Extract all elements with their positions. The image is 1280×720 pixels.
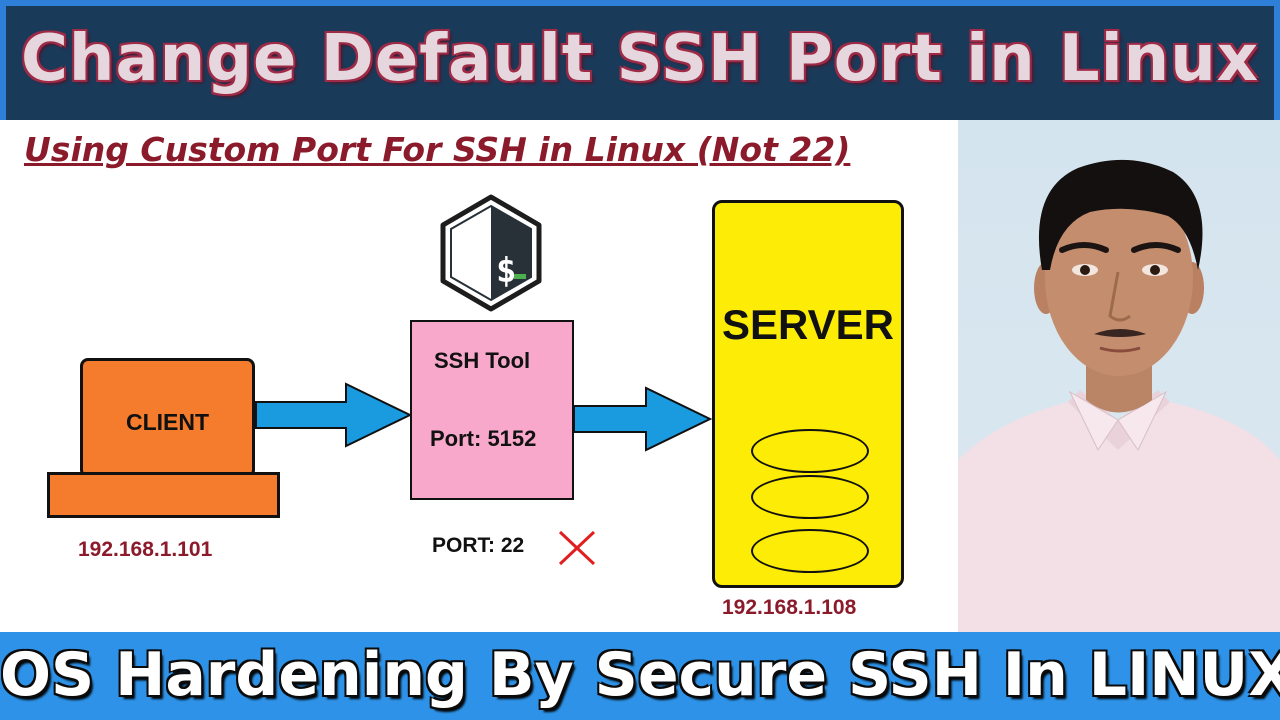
cross-mark-icon — [558, 530, 596, 566]
server-disk — [751, 475, 869, 519]
default-port-label: PORT: 22 — [432, 534, 525, 557]
arrow-right-icon — [255, 382, 413, 448]
client-ip: 192.168.1.101 — [78, 538, 213, 561]
client-laptop-base — [47, 472, 280, 518]
ssh-diagram: CLIENT 192.168.1.101 $ SSH Tool Port: 51… — [0, 120, 958, 632]
client-label: CLIENT — [125, 409, 210, 435]
top-banner — [0, 0, 1280, 120]
ssh-tool-box: SSH Tool Port: 5152 — [410, 320, 574, 500]
page-title: Change Default SSH Port in Linux — [20, 22, 1260, 96]
ssh-tool-name: SSH Tool — [434, 348, 531, 373]
bash-dollar-symbol: $ — [496, 251, 516, 291]
terminal-bash-icon: $ — [440, 194, 542, 312]
server-disk — [751, 529, 869, 573]
ssh-tool-port: Port: 5152 — [430, 426, 537, 451]
subtitle: Using Custom Port For SSH in Linux (Not … — [24, 130, 851, 169]
server-box: SERVER — [712, 200, 904, 588]
client-laptop-screen: CLIENT — [80, 358, 255, 478]
presenter-illustration — [958, 159, 1280, 632]
arrow-right-icon — [573, 386, 713, 452]
presenter-photo — [958, 120, 1280, 632]
server-label: SERVER — [722, 301, 894, 348]
server-disk — [751, 429, 869, 473]
footer-title: OS Hardening By Secure SSH In LINUX — [0, 640, 1280, 710]
server-ip: 192.168.1.108 — [722, 596, 857, 619]
bottom-banner: OS Hardening By Secure SSH In LINUX — [0, 632, 1280, 720]
